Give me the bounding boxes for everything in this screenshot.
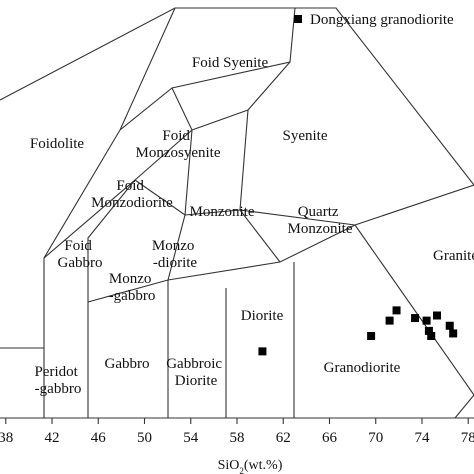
field-label-granodiorite: Granodiorite [324, 360, 401, 376]
x-tick-label: 42 [45, 430, 60, 446]
field-label-foidolite: Foidolite [30, 136, 85, 152]
x-tick-label: 50 [137, 430, 152, 446]
data-points [258, 306, 458, 356]
x-axis-label: SiO2(wt.%) [218, 458, 283, 474]
field-boundaries [0, 7, 474, 419]
field-label-granite: Granite [433, 248, 474, 264]
data-point [367, 332, 376, 340]
legend-label: Dongxiang granodiorite [310, 12, 454, 28]
monzodiorite-ceiling-line [184, 209, 241, 216]
field-label-foid-gabbro: Foid Gabbro [58, 238, 103, 271]
data-point [424, 326, 433, 335]
field-label-gabbro: Gabbro [105, 356, 150, 372]
field-label-monzonite: Monzonite [190, 204, 255, 220]
x-tick-label: 78 [461, 430, 474, 446]
x-axis-tick-labels: 38 42 46 50 54 58 62 66 70 74 78 [0, 430, 474, 446]
data-point [427, 332, 436, 340]
data-point [385, 316, 394, 325]
data-point [392, 306, 401, 315]
quartz-monzonite-separator-line [239, 209, 281, 263]
field-label-foid-monzosyenite: Foid Monzosyenite [136, 128, 221, 161]
foid-syenite-floor-line [119, 7, 296, 131]
field-label-syenite: Syenite [283, 128, 328, 144]
x-tick-label: 74 [414, 430, 430, 446]
x-tick-label: 62 [276, 430, 291, 446]
diorite-left-line [167, 214, 186, 281]
inner-boundary-line [119, 7, 176, 131]
monzogabbro-ceiling-line [87, 179, 136, 302]
x-tick-label: 46 [91, 430, 107, 446]
x-tick-label: 38 [0, 430, 13, 446]
foid-monzosyenite-floor-line [171, 87, 249, 131]
data-point [449, 329, 458, 338]
data-point [422, 316, 431, 325]
x-axis-ticks [5, 418, 469, 424]
monzogabbro-floor-line [87, 224, 356, 303]
x-tick-label: 70 [368, 430, 383, 446]
legend: Dongxiang granodiorite [294, 12, 454, 28]
field-labels: Foid Syenite Foidolite Foid Monzosyenite… [30, 55, 474, 397]
field-label-diorite: Diorite [241, 308, 284, 324]
x-tick-label: 54 [183, 430, 199, 446]
field-label-foid-syenite: Foid Syenite [192, 55, 269, 71]
foidolite-boundary-line [43, 129, 121, 259]
legend-marker [294, 15, 302, 23]
field-label-monzogabbro: Monzo -gabbro [109, 271, 156, 304]
field-label-peridot-gabbro: Peridot -gabbro [34, 364, 81, 397]
field-label-gabbroic-diorite: Gabbroic Diorite [166, 356, 226, 389]
data-point [411, 314, 420, 323]
syenite-floor-line [239, 61, 356, 226]
x-tick-label: 58 [230, 430, 245, 446]
granite-boundary-line [354, 184, 474, 226]
field-label-foid-monzodiorite: Foid Monzodiorite [91, 178, 173, 211]
data-point [258, 347, 267, 356]
outer-boundary-line [0, 7, 474, 186]
field-label-quartz-monzonite: Quartz Monzonite [288, 204, 353, 237]
data-point [445, 321, 454, 330]
x-tick-label: 66 [322, 430, 338, 446]
granodiorite-ceiling-line [354, 224, 474, 396]
data-point [433, 311, 442, 320]
field-label-monzodiorite: Monzo -diorite [152, 238, 198, 271]
granodiorite-right-line [454, 394, 474, 419]
